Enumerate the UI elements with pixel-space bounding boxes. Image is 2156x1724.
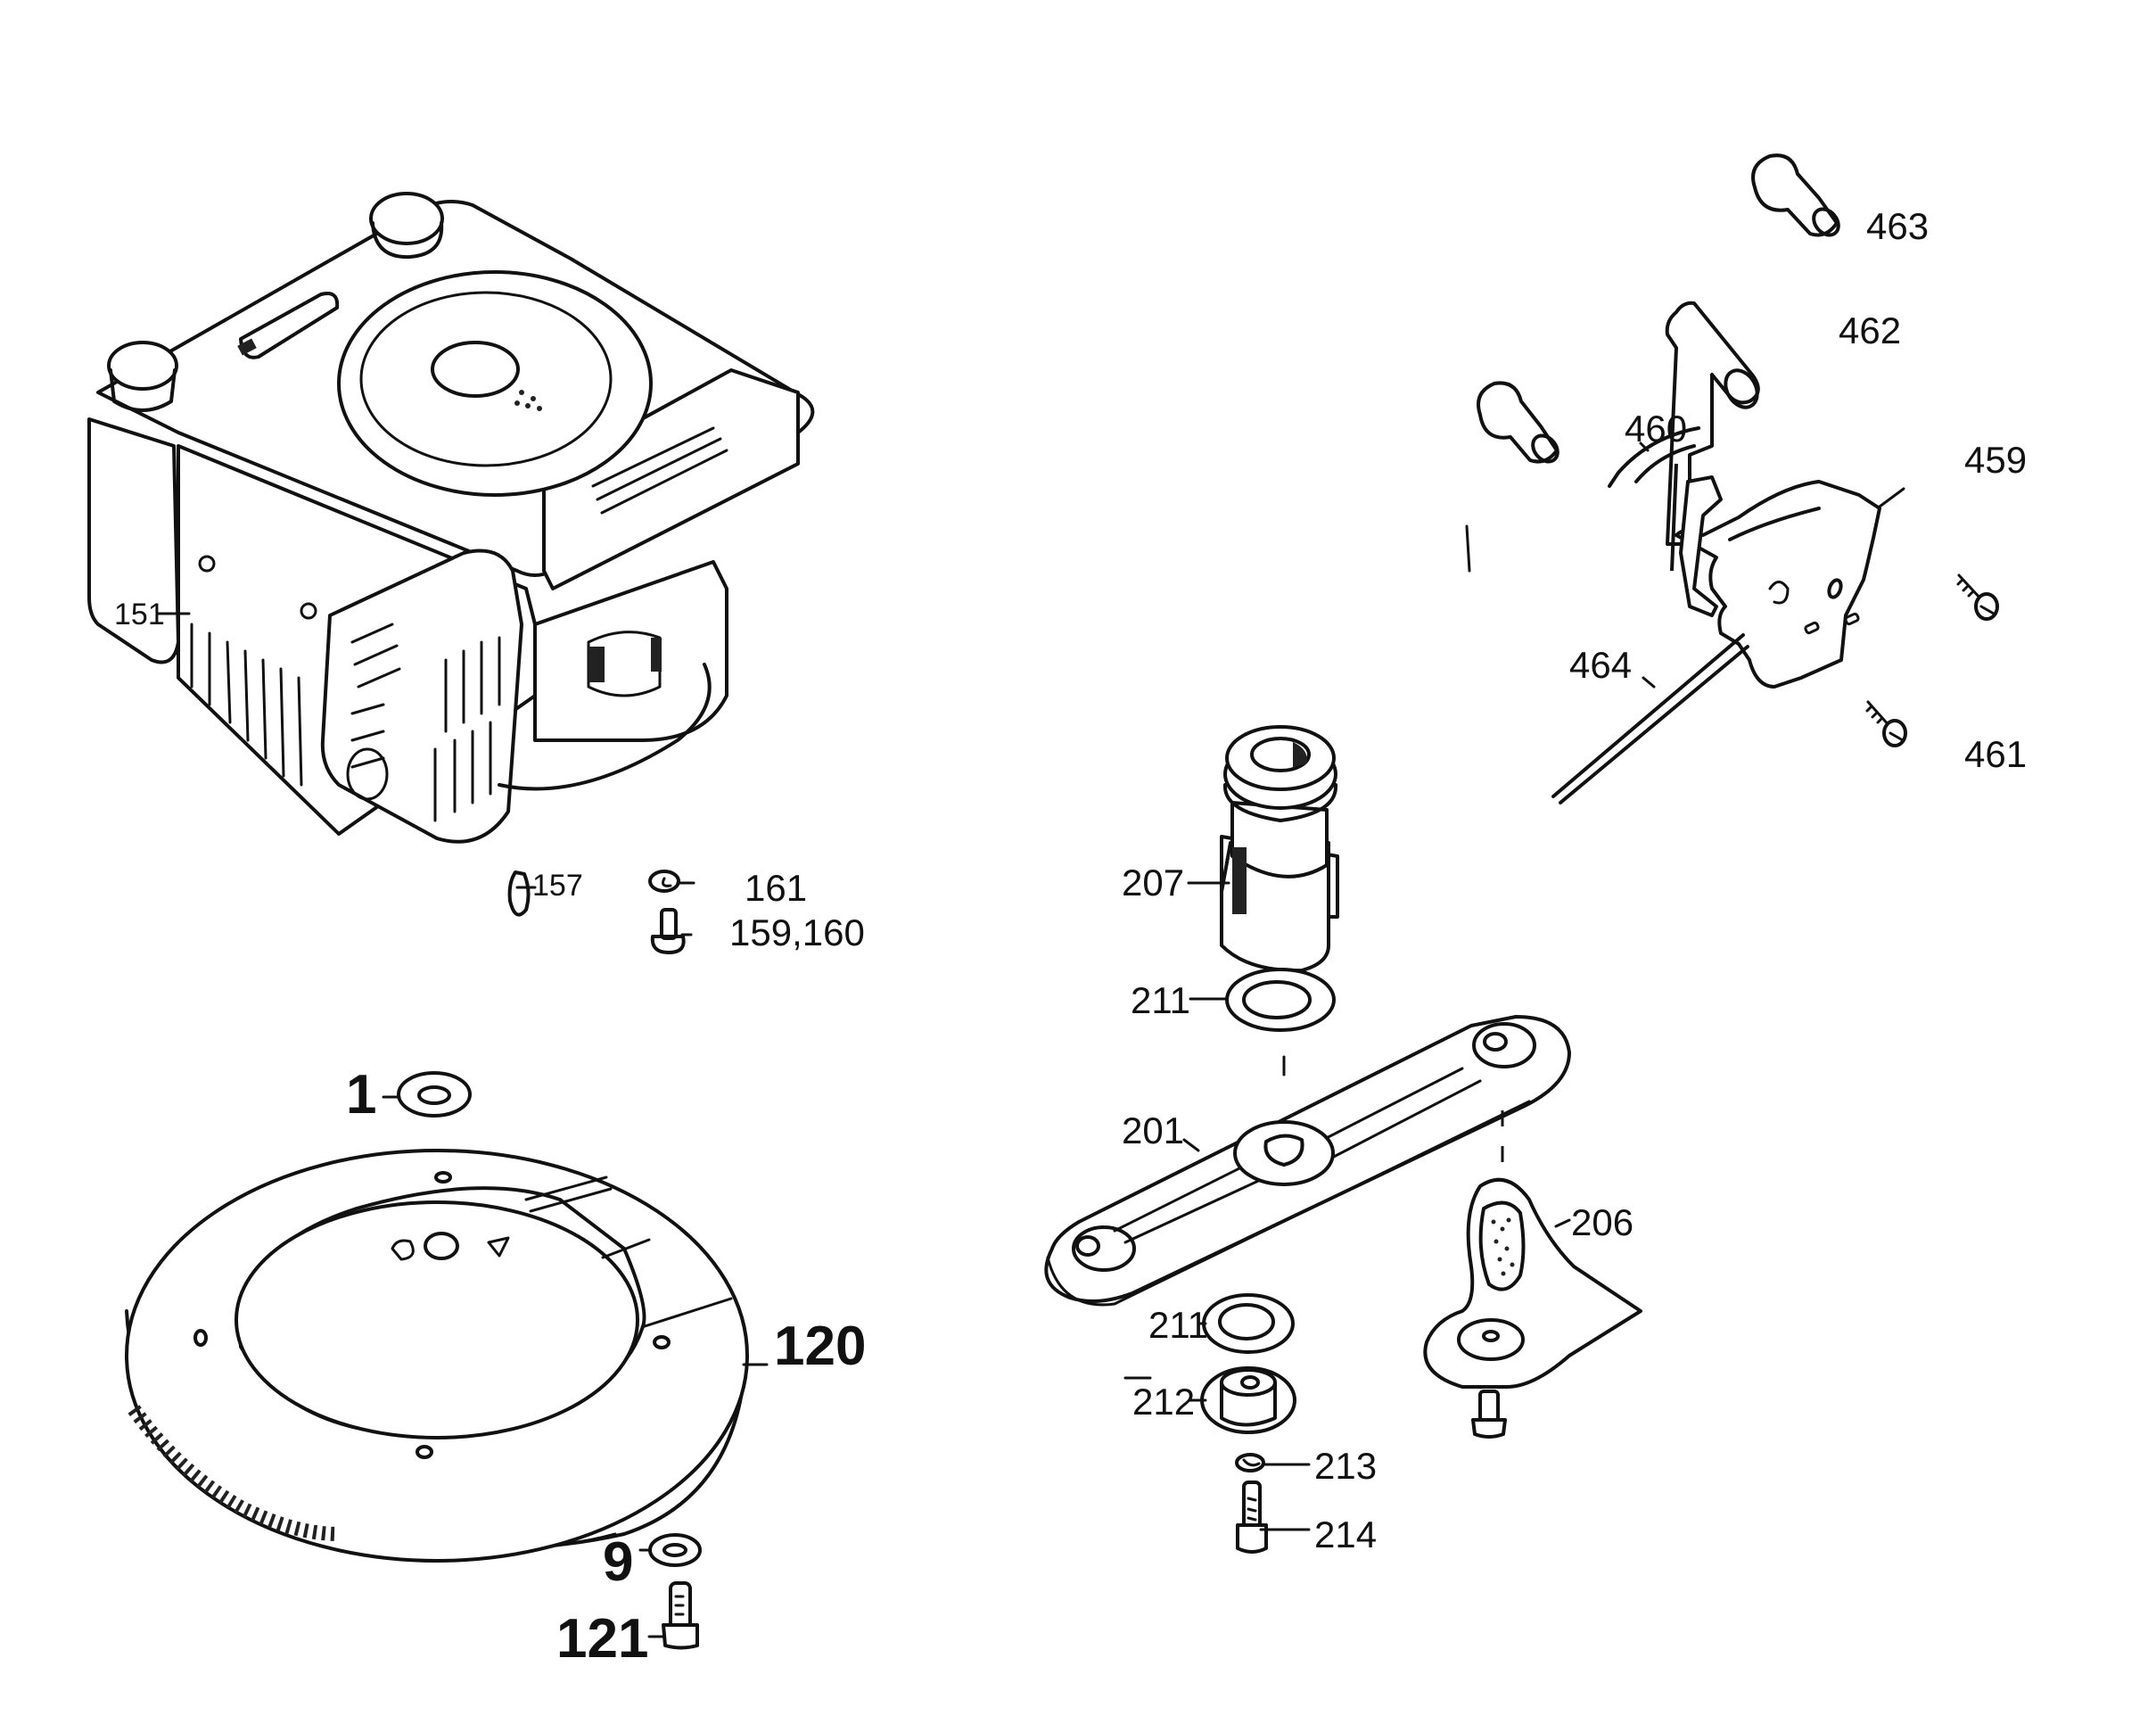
part-label-211-upper[interactable]: 211 <box>1131 979 1190 1021</box>
screw-icon <box>1956 573 1999 621</box>
part-label-211-lower[interactable]: 211 <box>1148 1304 1208 1346</box>
part-label-214[interactable]: 214 <box>1314 1514 1377 1555</box>
leader-212 <box>1123 1376 1207 1402</box>
part-label-201[interactable]: 201 <box>1122 1109 1184 1151</box>
part-label-463[interactable]: 463 <box>1866 205 1929 247</box>
part-label-120[interactable]: 120 <box>774 1316 866 1377</box>
blade-adapter-207-drawing <box>1220 725 1339 973</box>
clip-157-icon <box>507 870 537 917</box>
part-label-460[interactable]: 460 <box>1625 408 1687 450</box>
blade-carrier-201-drawing <box>1044 1015 1571 1307</box>
blade-bolt-icon <box>1471 1390 1507 1439</box>
part-label-461[interactable]: 461 <box>1964 733 2027 775</box>
part-label-9[interactable]: 9 <box>603 1531 633 1593</box>
throttle-cable-464-drawing <box>1551 633 1749 804</box>
leader-464 <box>1642 676 1656 689</box>
bolt-159-160-icon <box>650 908 693 954</box>
part-label-161[interactable]: 161 <box>745 867 807 909</box>
engine-drawing <box>87 192 815 844</box>
part-label-213[interactable]: 213 <box>1314 1445 1377 1487</box>
leader-206 <box>1554 1218 1571 1228</box>
bolt-121-icon <box>662 1581 699 1650</box>
spacer-washer-211-lower-icon <box>1202 1293 1295 1354</box>
part-label-206[interactable]: 206 <box>1571 1201 1633 1243</box>
leader-201 <box>1182 1138 1200 1152</box>
part-label-462[interactable]: 462 <box>1839 309 1901 351</box>
brake-ring-drawing <box>125 1149 749 1563</box>
control-plate-459-drawing <box>1675 475 1905 689</box>
part-label-207[interactable]: 207 <box>1122 862 1184 903</box>
lock-washer-213-icon <box>1235 1453 1265 1472</box>
part-label-212[interactable]: 212 <box>1132 1381 1195 1423</box>
cutting-blade-206-drawing <box>1423 1177 1642 1389</box>
centre-washer-212-icon <box>1200 1366 1296 1434</box>
part-label-121[interactable]: 121 <box>556 1608 648 1670</box>
scan-mark <box>1465 524 1471 573</box>
lever-bracket-460-drawing <box>1608 426 1700 572</box>
washer-1-icon <box>397 1071 472 1118</box>
screw-461-icon <box>1865 700 1907 747</box>
spacer-washer-211-upper-icon <box>1225 968 1336 1032</box>
centre-bolt-214-icon <box>1236 1481 1268 1554</box>
bolt-icon <box>1477 381 1559 464</box>
part-label-1[interactable]: 1 <box>346 1064 376 1126</box>
washer-9-icon <box>648 1533 702 1567</box>
part-label-459[interactable]: 459 <box>1964 439 2027 481</box>
leader-460 <box>1639 441 1650 452</box>
part-label-159-160[interactable]: 159,160 <box>729 911 865 953</box>
control-lever-462-drawing <box>1665 301 1760 546</box>
bolt-463-icon <box>1751 153 1840 237</box>
part-label-157[interactable]: 157 <box>532 869 583 903</box>
part-label-464[interactable]: 464 <box>1569 644 1632 686</box>
washer-161-icon <box>648 870 695 893</box>
part-label-151[interactable]: 151 <box>114 598 165 631</box>
